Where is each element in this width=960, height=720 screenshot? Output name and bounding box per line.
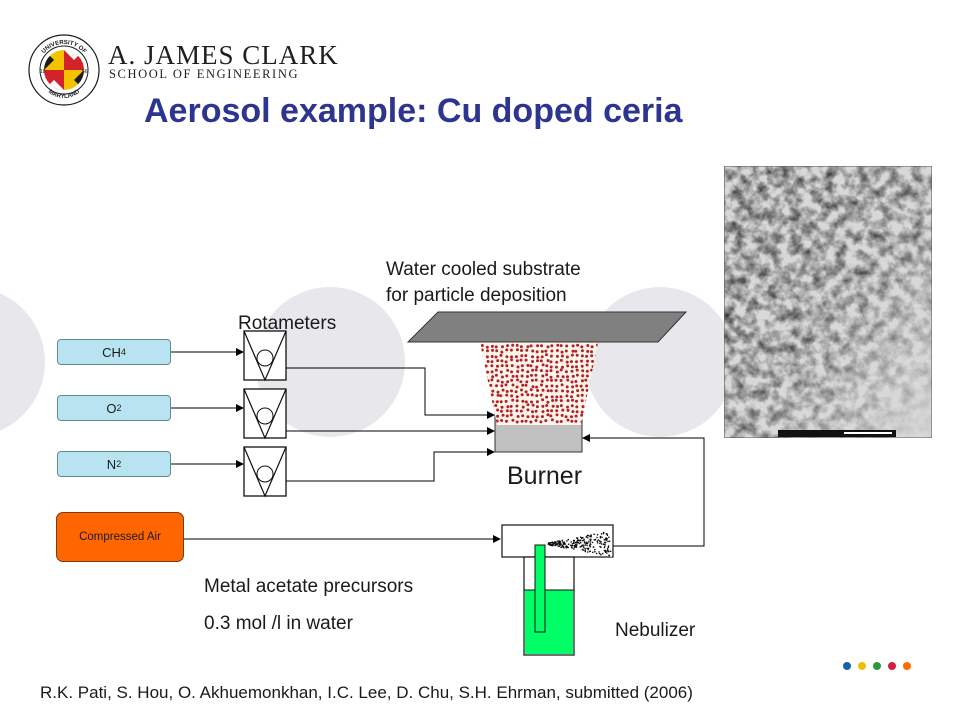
substrate-plate: [406, 311, 688, 343]
spray-dots: [547, 531, 612, 557]
slide-title: Aerosol example: Cu doped ceria: [144, 92, 683, 130]
precursors-label-line2: 0.3 mol /l in water: [204, 613, 353, 634]
tem-micrograph-image: [724, 166, 932, 438]
compressed-air-box: Compressed Air: [56, 512, 184, 562]
substrate-label-line1: Water cooled substrate: [386, 259, 581, 280]
footer-dot: [873, 662, 881, 670]
svg-text:MARYLAND: MARYLAND: [47, 89, 81, 100]
nebulizer-label: Nebulizer: [615, 620, 696, 641]
n2-to-burner-line: [286, 448, 495, 482]
citation: R.K. Pati, S. Hou, O. Akhuemonkhan, I.C.…: [40, 683, 693, 702]
svg-text:56: 56: [82, 69, 88, 75]
footer-dot: [903, 662, 911, 670]
school-name-line1: A. JAMES CLARK: [108, 40, 339, 70]
particle-plume: [480, 343, 598, 425]
substrate-label-line2: for particle deposition: [386, 285, 567, 306]
school-name-line2: SCHOOL OF ENGINEERING: [109, 67, 300, 81]
precursors-label-line1: Metal acetate precursors: [204, 576, 414, 597]
footer-dot: [888, 662, 896, 670]
burner-label: Burner: [507, 462, 583, 490]
footer-dot: [858, 662, 866, 670]
svg-text:18: 18: [40, 69, 46, 75]
rotameters-label: Rotameters: [238, 313, 337, 334]
rotameter-1: [243, 330, 287, 382]
ch4-to-burner-line: [286, 367, 495, 419]
nebulizer-to-burner-line: [582, 434, 705, 547]
precursor-liquid: [525, 590, 573, 654]
uptake-tube: [534, 544, 546, 633]
footer-dot: [843, 662, 851, 670]
footer-dots: [843, 662, 911, 670]
rotameter-3: [243, 446, 287, 498]
rotameter-2: [243, 388, 287, 440]
university-seal-logo: UNIVERSITY OF MARYLAND 18 56: [28, 34, 100, 106]
